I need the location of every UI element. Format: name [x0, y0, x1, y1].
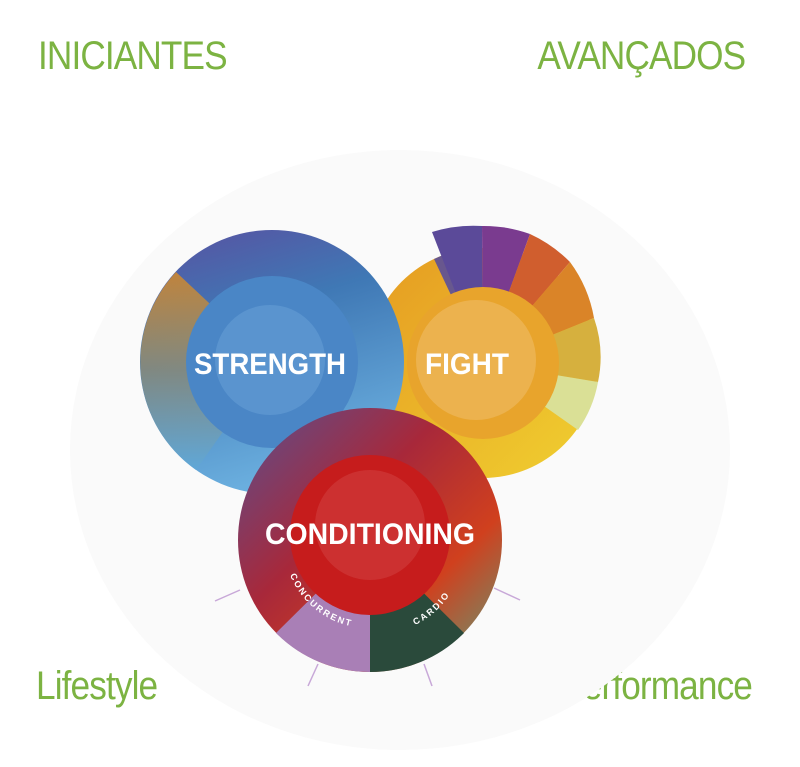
- strength-label: STRENGTH: [194, 348, 346, 381]
- conditioning-label: CONDITIONING: [265, 518, 475, 551]
- label-avancados: AVANÇADOS: [537, 34, 746, 78]
- label-iniciantes: INICIANTES: [38, 34, 228, 78]
- conditioning-ring: [238, 408, 502, 673]
- radiating-lines: [214, 587, 521, 687]
- label-lifestyle: Lifestyle: [36, 664, 158, 708]
- fight-label: FIGHT: [425, 348, 509, 381]
